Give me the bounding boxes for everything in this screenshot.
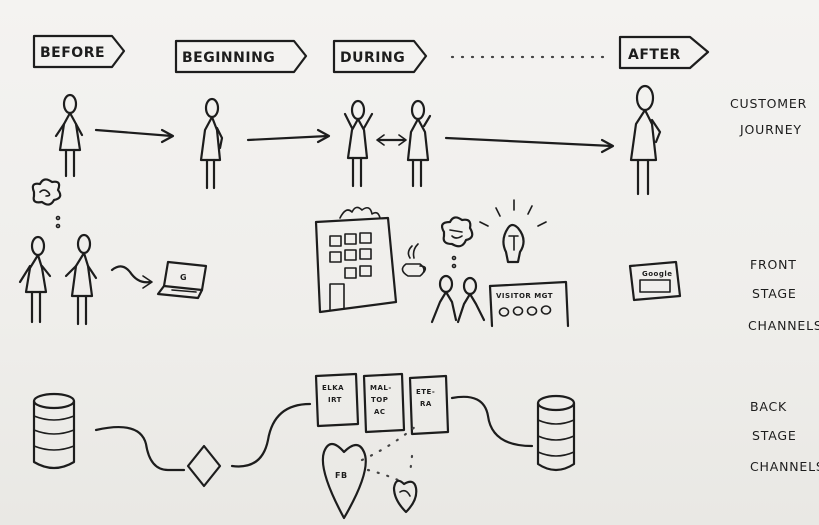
stage-label-before: BEFORE <box>40 45 105 61</box>
system-box-3: ETE- RA <box>408 374 450 436</box>
database-icon-right <box>536 394 576 472</box>
person-beginning <box>199 97 224 190</box>
back-connector-2 <box>230 402 312 468</box>
row-label-back-stage: BACK STAGE CHANNELS <box>750 399 819 474</box>
person-before <box>54 93 84 178</box>
row-label-customer-journey: CUSTOMER JOURNEY <box>730 96 807 137</box>
office-building-icon <box>314 206 398 314</box>
facebook-heart-icon: FB <box>321 442 367 520</box>
person-pair-front <box>18 233 98 326</box>
thought-cloud-left <box>31 178 62 229</box>
svg-text:G: G <box>180 273 187 282</box>
person-pair-visitors <box>430 274 486 324</box>
svg-text:FRONT: FRONT <box>750 257 797 272</box>
stage-label-beginning: BEGINNING <box>182 50 275 66</box>
database-icon-left <box>32 392 76 470</box>
back-connector-1 <box>94 426 186 472</box>
stage-label-during: DURING <box>340 50 405 66</box>
svg-text:ETE-: ETE- <box>416 388 435 396</box>
system-box-2: MAL- TOP AC <box>362 372 406 434</box>
journey-arrowhead-2 <box>316 128 331 144</box>
coffee-cup-icon <box>401 243 427 277</box>
small-heart-dots <box>408 454 414 476</box>
stage-tag-after: AFTER <box>618 35 710 70</box>
stage-tag-before: BEFORE <box>32 34 126 69</box>
visitor-mgt-board: VISITOR MGT <box>488 280 570 328</box>
person-during-1 <box>343 99 374 188</box>
stage-tag-beginning: BEGINNING <box>174 39 308 74</box>
person-after <box>629 84 662 196</box>
diamond-icon <box>186 444 222 488</box>
journey-arrowhead-1 <box>160 128 175 144</box>
small-heart-icon <box>392 479 418 514</box>
svg-text:BACK: BACK <box>750 399 787 414</box>
heart-dots-2 <box>366 468 400 482</box>
svg-text:VISITOR MGT: VISITOR MGT <box>496 292 553 300</box>
journey-arrow-3 <box>444 136 614 148</box>
journey-arrow-1 <box>94 128 174 138</box>
svg-text:STAGE: STAGE <box>752 286 797 301</box>
svg-text:TOP: TOP <box>371 396 388 404</box>
svg-text:RA: RA <box>420 400 432 408</box>
svg-text:JOURNEY: JOURNEY <box>739 122 802 137</box>
svg-text:ELKA: ELKA <box>322 384 344 392</box>
stage-label-after: AFTER <box>628 47 681 63</box>
front-arrow-to-laptop <box>110 265 152 284</box>
back-connector-3 <box>450 395 534 448</box>
tablet-icon: Google <box>628 260 682 302</box>
lightbulb-icon <box>479 199 547 264</box>
svg-text:Google: Google <box>642 270 673 278</box>
stage-tag-during: DURING <box>332 39 428 74</box>
journey-arrow-2 <box>246 134 330 142</box>
journey-arrowhead-3 <box>600 138 615 154</box>
svg-text:STAGE: STAGE <box>752 428 797 443</box>
svg-text:IRT: IRT <box>328 396 342 404</box>
svg-text:MAL-: MAL- <box>370 384 392 392</box>
svg-text:FB: FB <box>335 471 348 480</box>
svg-text:CHANNELS: CHANNELS <box>750 459 819 474</box>
thought-cloud-middle <box>440 216 474 269</box>
row-label-front-stage: FRONT STAGE CHANNELS <box>748 257 819 333</box>
svg-text:AC: AC <box>374 408 386 416</box>
laptop-icon: G <box>156 260 208 300</box>
svg-text:CUSTOMER: CUSTOMER <box>730 96 807 111</box>
system-box-1: ELKA IRT <box>314 372 360 428</box>
person-during-2 <box>406 99 432 188</box>
svg-text:CHANNELS: CHANNELS <box>748 318 819 333</box>
